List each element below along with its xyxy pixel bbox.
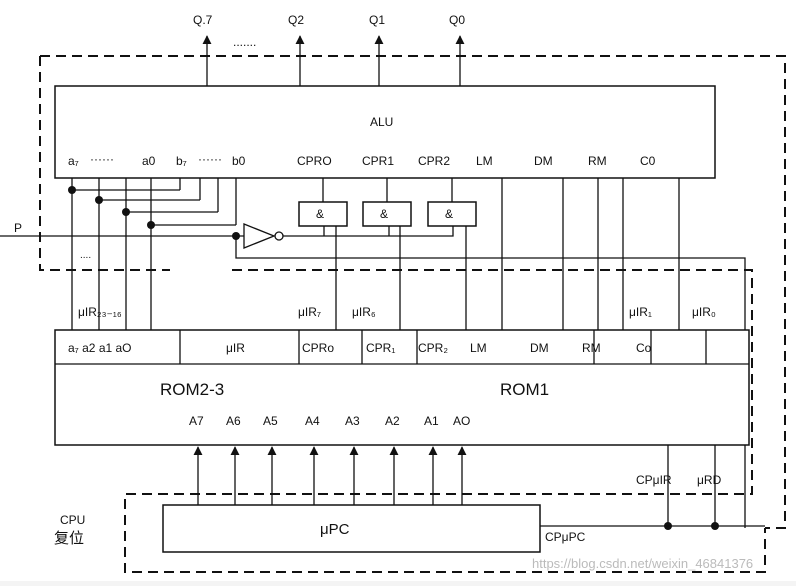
upc-box [162, 504, 541, 553]
alu-lm-label: LM [476, 154, 493, 168]
junction-dot [95, 196, 103, 204]
alu-cpr1-label: CPR1 [362, 154, 394, 168]
junction-dot [147, 221, 155, 229]
rom-address-label: A4 [305, 414, 320, 428]
urd-label: μRD [697, 473, 722, 487]
uir0-label: μIR₀ [692, 305, 716, 319]
alu-a-dots: ······ [90, 152, 114, 166]
inverter-gate [243, 223, 276, 249]
q0-label: Q0 [449, 13, 465, 27]
watermark: https://blog.csdn.net/weixin_46841376 [532, 556, 753, 571]
alu-cpr0-label: CPRO [297, 154, 332, 168]
cpu-reset-line1: CPU [60, 513, 85, 527]
rom-field-co: Co [636, 341, 652, 355]
and-gate-2-label: & [380, 207, 388, 221]
q1-label: Q1 [369, 13, 385, 27]
inverter-bubble [274, 231, 284, 241]
rom1-label: ROM1 [500, 380, 549, 399]
output-dots: ....... [233, 35, 256, 49]
rom23-label: ROM2-3 [160, 380, 224, 399]
rom-address-label: AO [453, 414, 470, 428]
alu-b0-label: b0 [232, 154, 246, 168]
rom-field-rm: RM [582, 341, 601, 355]
rom-field-dm: DM [530, 341, 549, 355]
alu-b7-label: b₇ [176, 154, 187, 168]
alu-box [54, 85, 716, 179]
and-gate-2 [362, 201, 412, 227]
p-label: P [14, 221, 22, 235]
alu-a7-label: a₇ [68, 154, 79, 168]
rom-address-label: A7 [189, 414, 204, 428]
uir6-label: μIR₆ [352, 305, 376, 319]
rom-field-lm: LM [470, 341, 487, 355]
junction-dot [68, 186, 76, 194]
rom-address-label: A2 [385, 414, 400, 428]
and-gate-1 [298, 201, 348, 227]
rom-address-label: A6 [226, 414, 241, 428]
q7-label: Q.7 [193, 13, 213, 27]
rom-field-cpr0: CPRo [302, 341, 334, 355]
rom-address-label: A5 [263, 414, 278, 428]
control-boundary-dashed [124, 269, 766, 573]
inverter-output-wire [283, 226, 454, 237]
upc-label: μPC [320, 521, 350, 538]
alu-dm-label: DM [534, 154, 553, 168]
junction-dot [122, 208, 130, 216]
alu-rm-label: RM [588, 154, 607, 168]
cpu-boundary-dashed-left [39, 56, 170, 271]
rom-address-label: A1 [424, 414, 439, 428]
alu-b-dots: ······ [198, 152, 222, 166]
cpu-boundary-dashed [40, 55, 786, 529]
and-gate-1-label: & [316, 207, 324, 221]
misc-dots: .... [80, 250, 91, 261]
rom-field-a-bits: a₇ a2 a1 aO [68, 341, 132, 355]
rom-field-cpr1: CPR₁ [366, 341, 395, 355]
alu-cpr2-label: CPR2 [418, 154, 450, 168]
uir7-label: μIR₇ [298, 305, 321, 319]
cpupc-label: CPμPC [545, 530, 586, 544]
rom-address-label: A3 [345, 414, 360, 428]
uir1-label: μIR₁ [629, 305, 652, 319]
cpuir-label: CPμIR [636, 473, 672, 487]
rom-field-uir: μIR [226, 341, 245, 355]
alu-a0-label: a0 [142, 154, 156, 168]
q2-label: Q2 [288, 13, 304, 27]
rom-field-cpr2: CPR₂ [418, 341, 448, 355]
rom-field-dividers [179, 330, 707, 364]
and-gate-3-label: & [445, 207, 453, 221]
uir23-16-label: μIR₂₃₋₁₆ [78, 305, 122, 319]
rom-box [54, 329, 750, 446]
rom-address-lines: A7 A6 A5 A4 A3 A2 A1 AO [189, 414, 470, 505]
alu-c0-label: C0 [640, 154, 656, 168]
cpu-reset-line2: 复位 [54, 529, 84, 547]
alu-title: ALU [370, 115, 393, 129]
